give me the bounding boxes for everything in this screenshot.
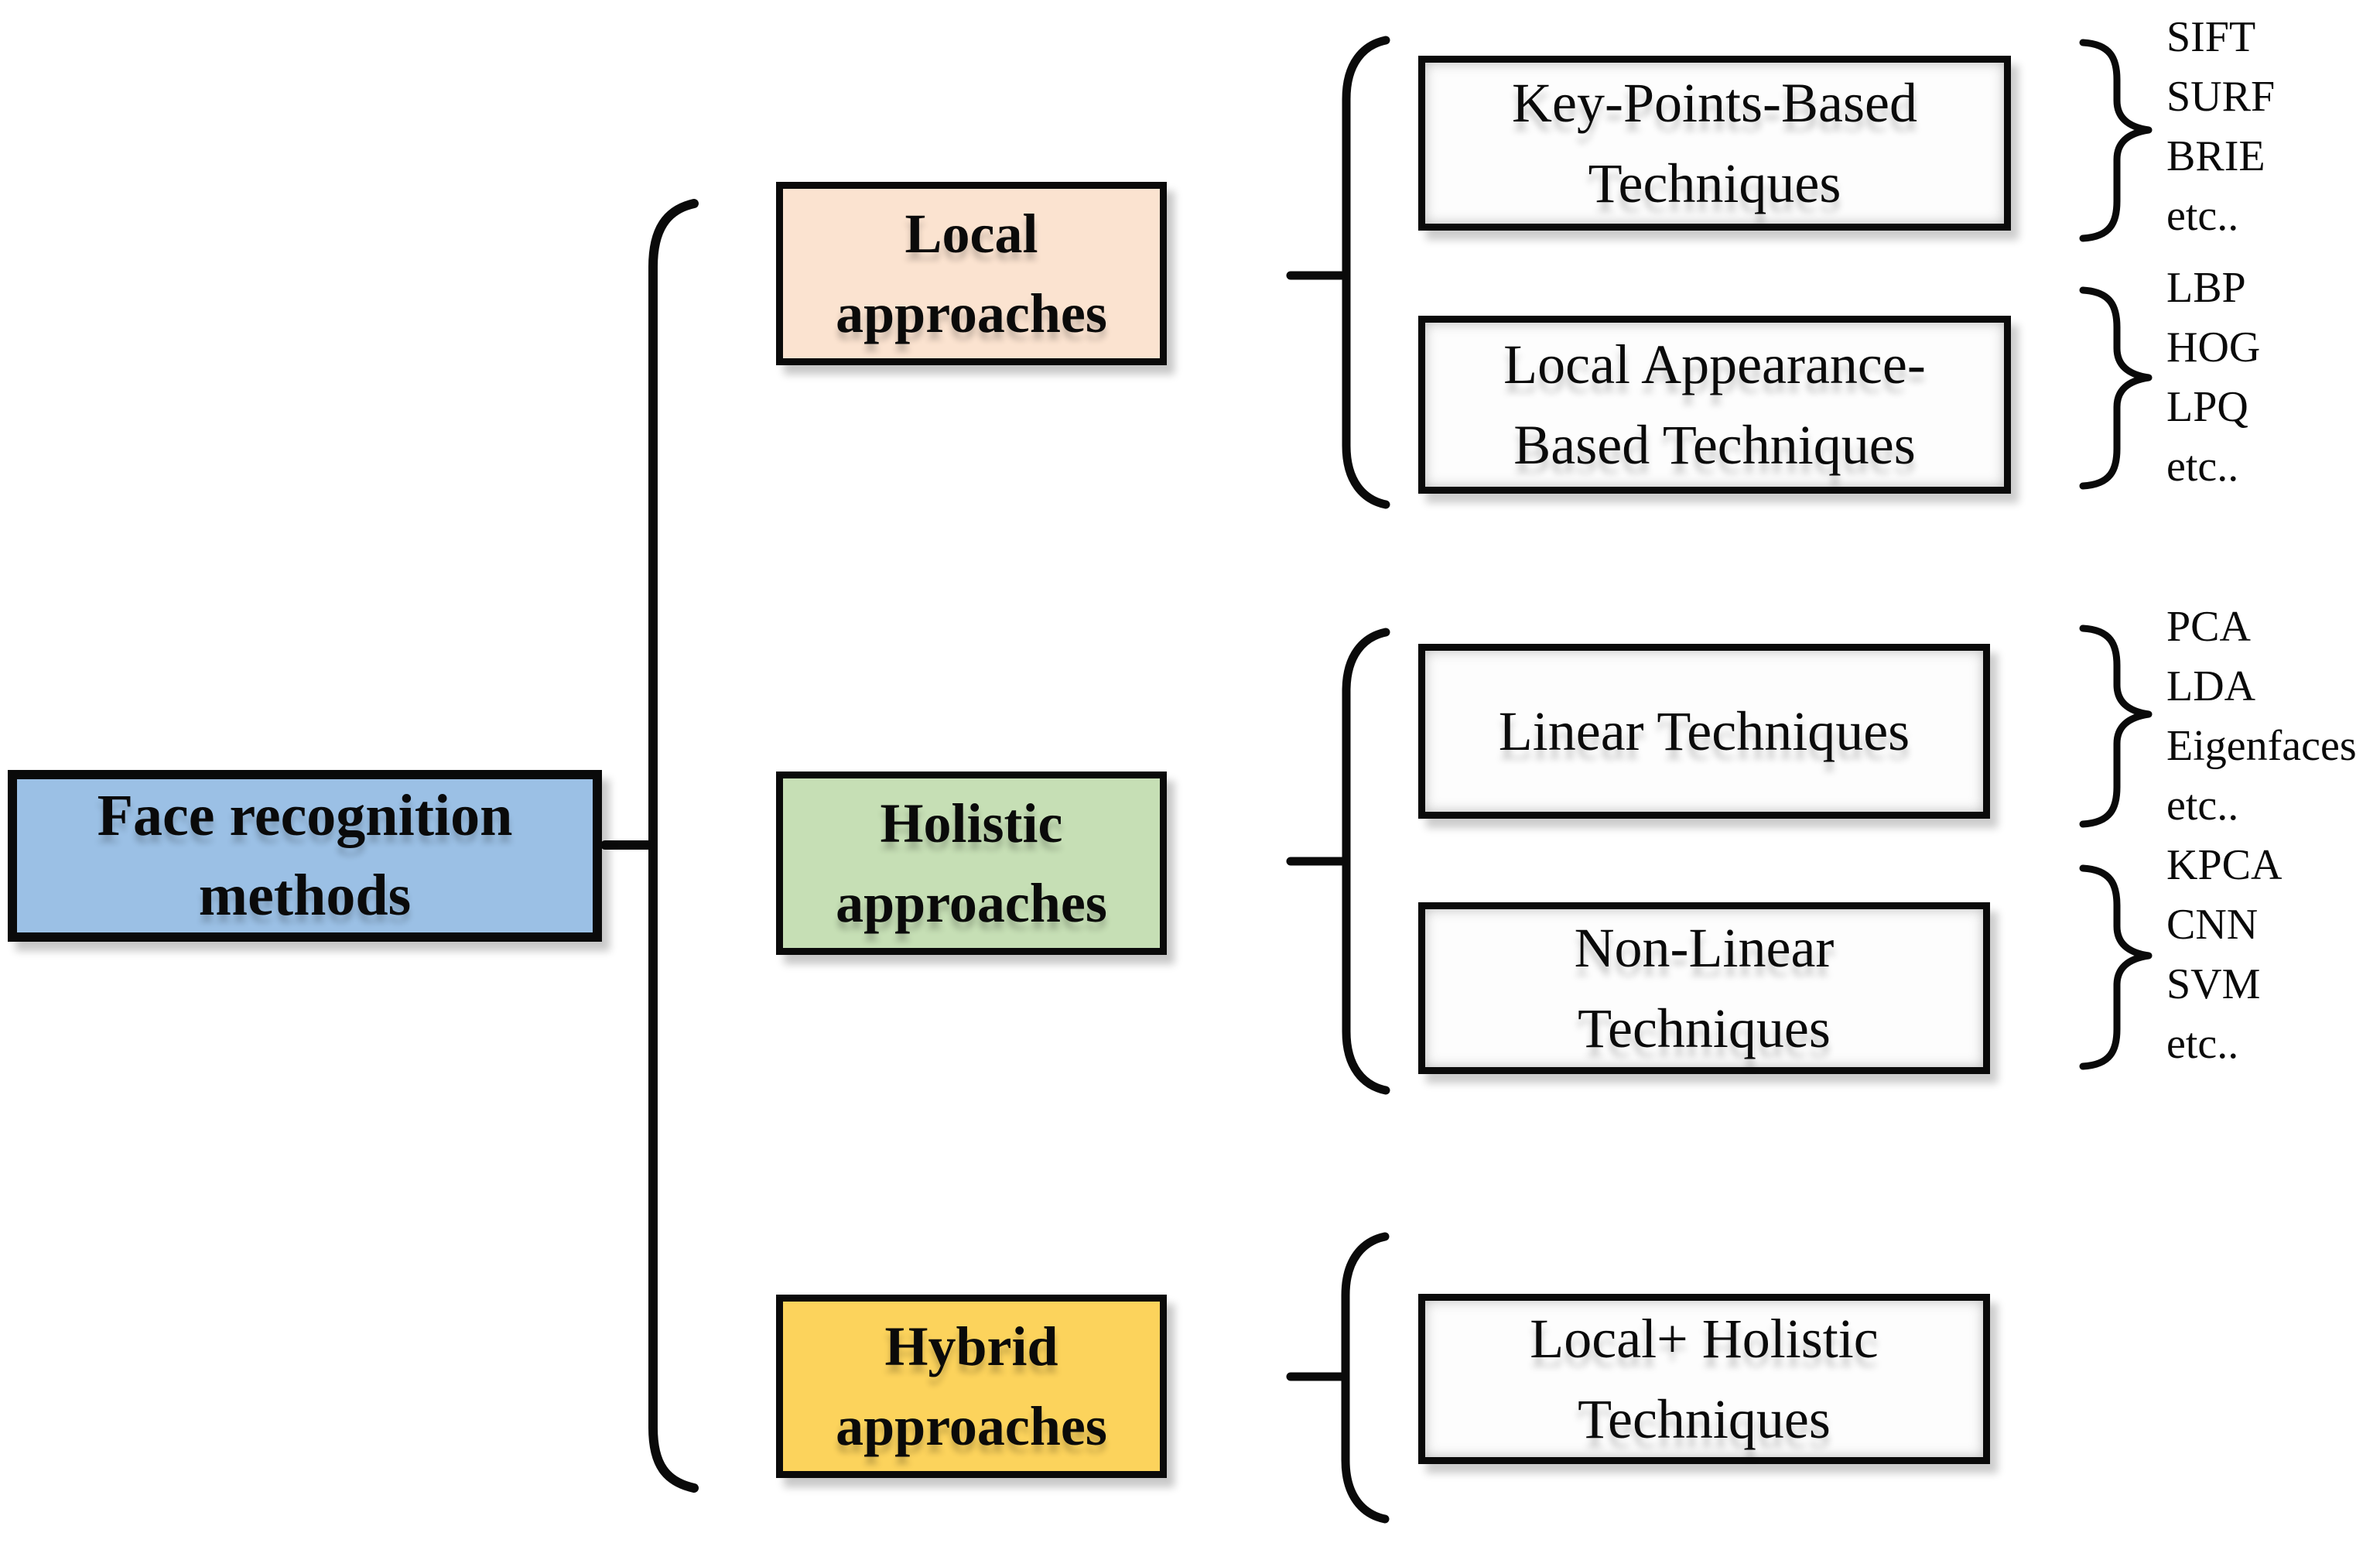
method-item: etc.. [2166,443,2239,491]
root-node: Face recognition methods [8,770,602,942]
linear-methods-brace [2079,624,2153,828]
method-list-linear: PCA LDA Eigenfaces etc.. [2166,597,2380,836]
technique-node-non-linear: Non-Linear Techniques [1418,902,1990,1074]
method-item: CNN [2166,901,2259,949]
technique-node-local-plus-holistic: Local+ Holistic Techniques [1418,1294,1990,1464]
method-item: BRIE [2166,132,2265,180]
method-item: LBP [2166,264,2246,312]
branch-node-local-approaches: Local approaches [776,182,1167,365]
method-item: etc.. [2166,192,2239,240]
branch-node-hybrid-approaches: Hybrid approaches [776,1295,1167,1478]
technique-label: Local Appearance-Based Techniques [1503,333,1926,476]
method-item: LDA [2166,662,2256,710]
method-item: PCA [2166,603,2251,651]
branch-node-holistic-approaches: Holistic approaches [776,772,1167,955]
hybrid-group-brace [1341,1232,1390,1524]
local-group-brace [1342,36,1390,509]
method-item: Eigenfaces [2166,722,2357,770]
holistic-group-brace [1342,628,1390,1095]
method-item: LPQ [2166,383,2248,431]
technique-label: Linear Techniques [1498,700,1910,762]
root-brace [648,199,699,1493]
method-item: etc.. [2166,782,2239,830]
localapp-methods-brace [2079,286,2153,490]
technique-label: Non-Linear Techniques [1574,916,1835,1059]
branch-label: Local approaches [836,203,1107,344]
method-list-non-linear: KPCA CNN SVM etc.. [2166,836,2380,1074]
method-item: HOG [2166,323,2261,371]
technique-node-linear: Linear Techniques [1418,644,1990,819]
method-list-local-appearance: LBP HOG LPQ etc.. [2166,258,2380,497]
technique-node-local-appearance-based: Local Appearance-Based Techniques [1418,316,2011,494]
method-item: etc.. [2166,1020,2239,1068]
method-list-key-points: SIFT SURF BRIE etc.. [2166,8,2380,246]
method-item: SIFT [2166,13,2256,61]
technique-label: Key-Points-Based Techniques [1512,71,1917,214]
method-item: KPCA [2166,841,2283,889]
root-label: Face recognition methods [97,782,513,928]
method-item: SURF [2166,73,2276,121]
branch-label: Holistic approaches [836,792,1107,934]
technique-label: Local+ Holistic Techniques [1530,1307,1879,1450]
technique-node-key-points-based: Key-Points-Based Techniques [1418,56,2011,231]
nonlinear-methods-brace [2079,864,2153,1070]
method-item: SVM [2166,960,2261,1008]
branch-label: Hybrid approaches [836,1315,1107,1457]
keypoints-methods-brace [2079,39,2153,242]
